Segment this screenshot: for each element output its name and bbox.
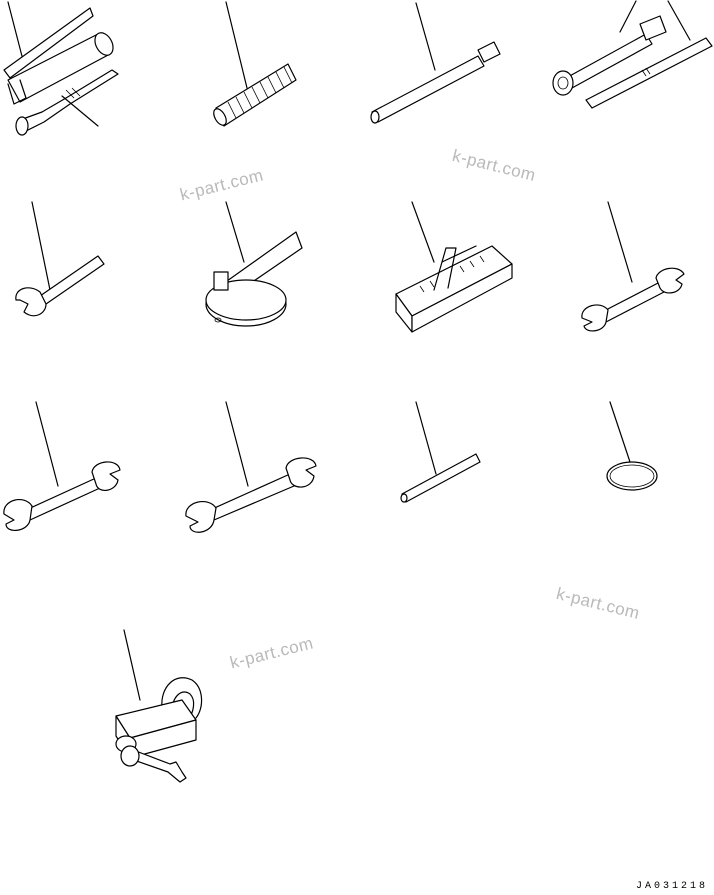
rod-icon: [400, 401, 481, 503]
wrench-icon: [581, 201, 685, 332]
pin-rod-icon: [370, 2, 501, 124]
padlock-with-key-icon: [115, 629, 203, 783]
spanner-small-icon: [15, 201, 105, 317]
tool-box-icon: [395, 201, 513, 333]
filter-band-wrench-icon: [205, 201, 303, 327]
grease-gun-icon: [3, 1, 119, 136]
wrench-large-icon: [3, 401, 121, 531]
o-ring-icon: [606, 401, 658, 491]
drawing-code: JA031218: [635, 881, 708, 892]
box-wrench-handle-icon: [552, 0, 713, 109]
spring-coil-icon: [213, 1, 297, 127]
wrench-large-icon: [185, 401, 317, 533]
